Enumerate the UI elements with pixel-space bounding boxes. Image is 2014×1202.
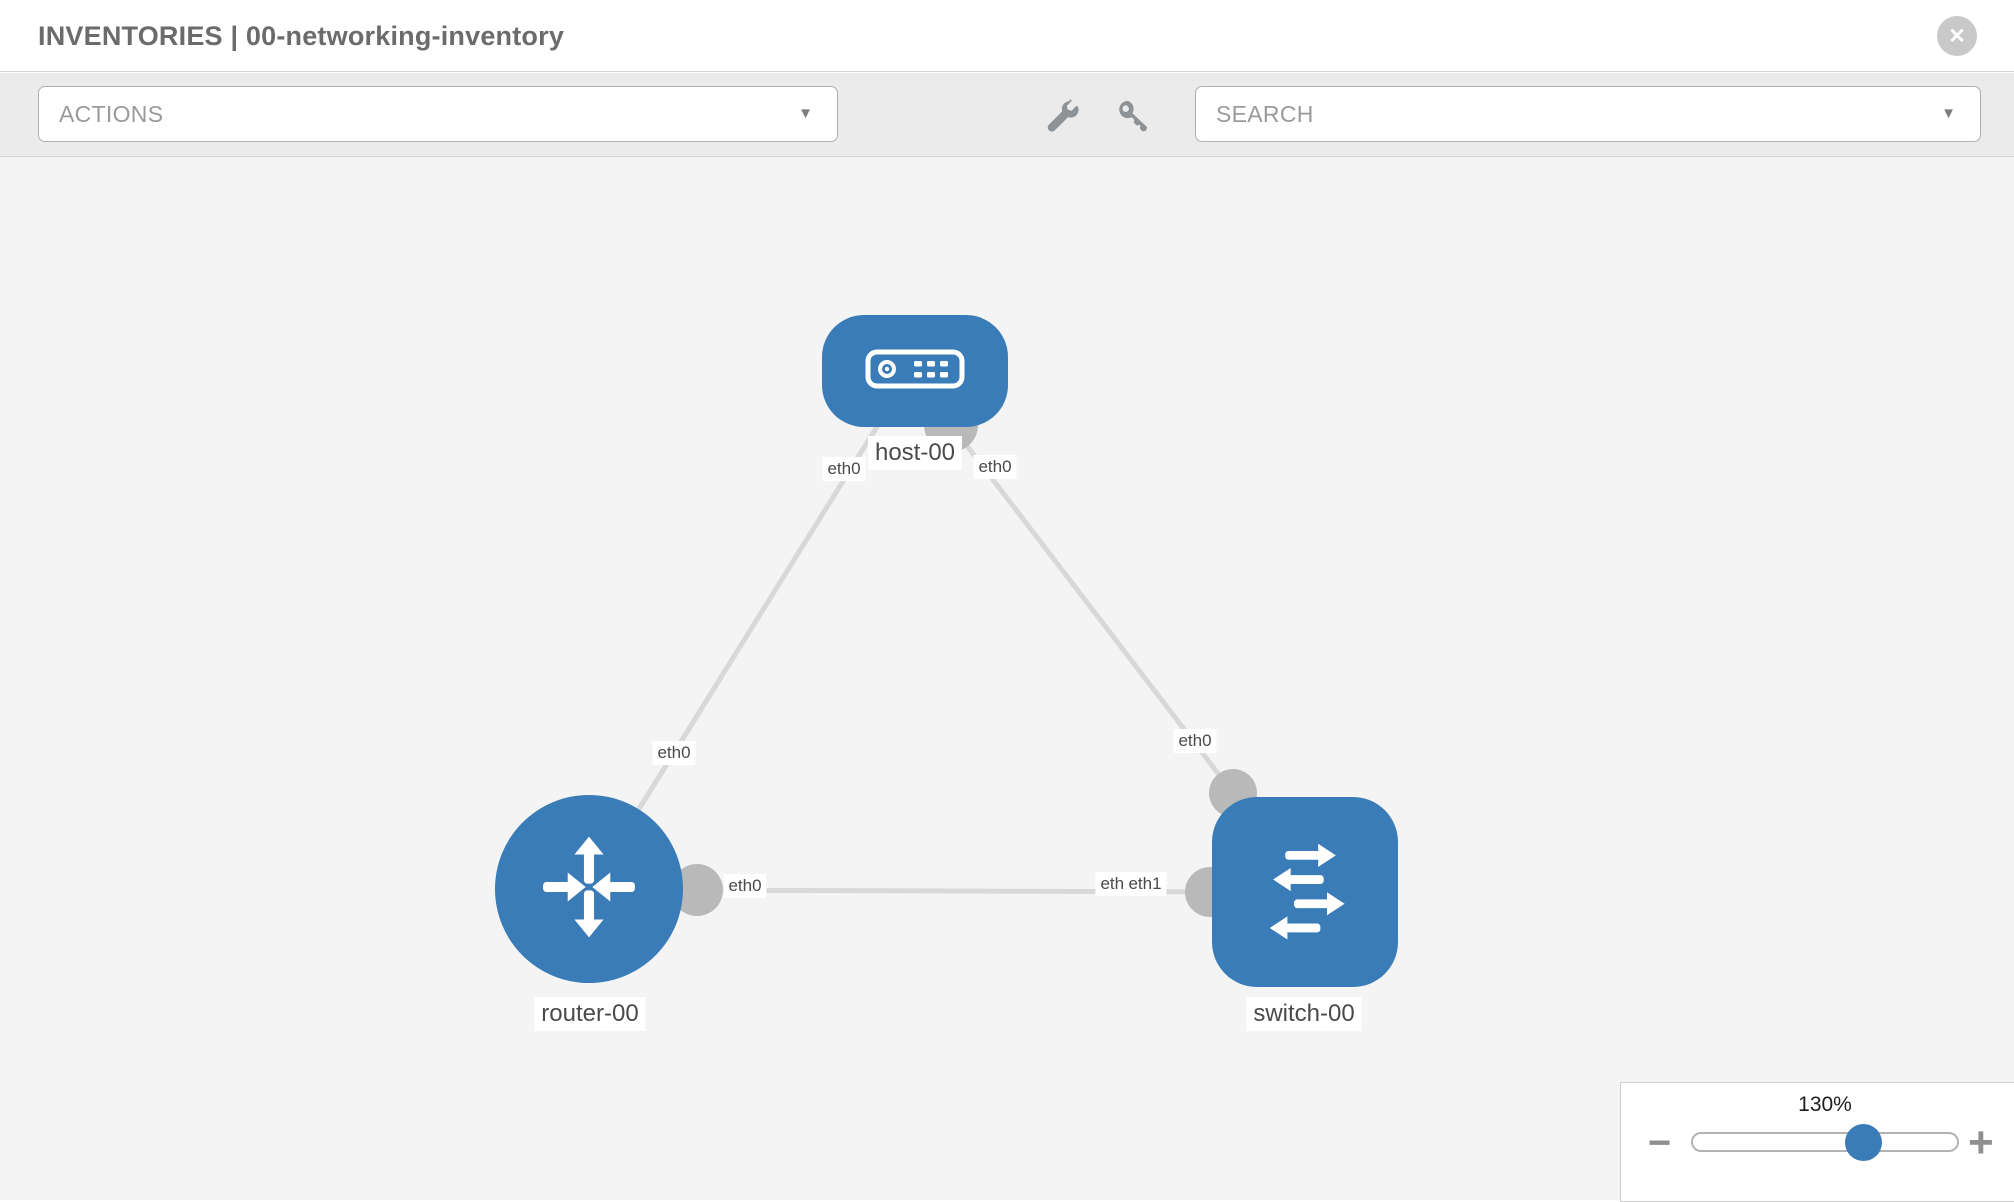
interface-label: eth0: [652, 741, 696, 765]
close-button[interactable]: ✕: [1937, 16, 1977, 56]
toolbar: ACTIONS ▼ SEARCH ▼: [0, 73, 2014, 157]
close-icon: ✕: [1948, 24, 1966, 48]
actions-dropdown[interactable]: ACTIONS ▼: [38, 86, 838, 142]
chevron-down-icon: ▼: [1941, 105, 1956, 122]
zoom-slider-thumb[interactable]: [1845, 1124, 1882, 1161]
host-icon: [865, 349, 965, 394]
tools-button[interactable]: [1040, 95, 1084, 139]
node-switch[interactable]: [1212, 797, 1398, 987]
wrench-icon: [1044, 98, 1080, 137]
credentials-button[interactable]: [1112, 95, 1156, 139]
zoom-in-button[interactable]: +: [1968, 1118, 1994, 1167]
key-icon: [1116, 98, 1152, 137]
chevron-down-icon: ▼: [798, 105, 813, 122]
interface-label: eth0: [822, 457, 866, 481]
node-router[interactable]: [495, 795, 683, 983]
page-title: INVENTORIES | 00-networking-inventory: [38, 21, 565, 51]
node-label-switch: switch-00: [1246, 997, 1362, 1031]
node-label-router: router-00: [534, 997, 646, 1031]
actions-dropdown-label: ACTIONS: [59, 101, 164, 127]
switch-icon: [1250, 835, 1360, 950]
interface-label: eth0: [1173, 729, 1217, 753]
zoom-control-panel: 130% − +: [1620, 1082, 2014, 1202]
search-dropdown-label: SEARCH: [1216, 101, 1314, 127]
topology-canvas[interactable]: host-00 router-00 switch-00 eth0 eth0 et…: [0, 157, 2014, 1202]
zoom-out-button[interactable]: −: [1648, 1121, 1672, 1165]
header-bar: INVENTORIES | 00-networking-inventory ✕: [0, 0, 2014, 72]
zoom-percentage: 130%: [1798, 1093, 1852, 1116]
interface-label: eth0: [723, 874, 767, 898]
zoom-slider-track[interactable]: [1691, 1132, 1959, 1152]
router-icon: [533, 831, 645, 948]
links-layer: [636, 398, 1261, 917]
interface-label: eth1: [1123, 872, 1167, 896]
interface-label: eth0: [973, 455, 1017, 479]
node-host[interactable]: [822, 315, 1008, 427]
search-dropdown[interactable]: SEARCH ▼: [1195, 86, 1981, 142]
interface-dot-router[interactable]: [671, 864, 723, 916]
node-label-host: host-00: [867, 436, 963, 470]
